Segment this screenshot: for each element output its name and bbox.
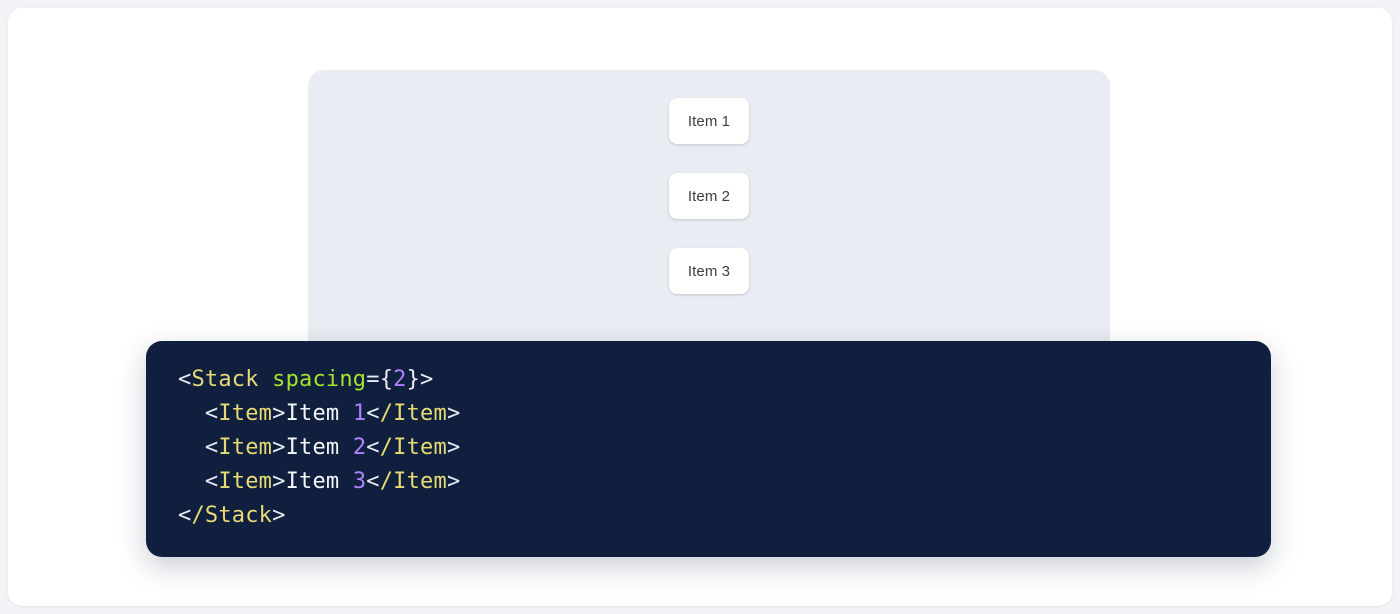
- code-token-text: Item: [285, 469, 353, 494]
- code-indent: [178, 435, 205, 460]
- code-snippet-panel[interactable]: <Stack spacing={2}> <Item>Item 1</Item> …: [146, 341, 1271, 557]
- code-token-punct: >: [446, 401, 461, 426]
- code-token-num: 2: [393, 367, 407, 392]
- content-card: Item 1 Item 2 Item 3 <Stack spacing={2}>…: [8, 8, 1392, 606]
- code-token-num: 3: [352, 469, 367, 494]
- code-token-punct: [259, 367, 272, 392]
- code-token-text: Item: [285, 435, 353, 460]
- code-line: <Item>Item 2</Item>: [178, 431, 1239, 465]
- code-token-tag: /Item: [379, 469, 447, 494]
- code-token-text: Item: [285, 401, 353, 426]
- code-token-tag: /Item: [379, 435, 447, 460]
- code-token-punct: }>: [406, 367, 434, 392]
- stack-container: Item 1 Item 2 Item 3: [669, 98, 749, 294]
- code-token-tag: /Item: [379, 401, 447, 426]
- stack-item-label: Item 1: [687, 112, 731, 130]
- code-token-tag: Item: [218, 469, 273, 494]
- code-token-punct: <: [366, 435, 380, 460]
- code-token-tag: Item: [218, 435, 273, 460]
- code-token-punct: <: [204, 469, 219, 494]
- code-token-punct: <: [178, 367, 192, 392]
- code-token-punct: <: [366, 401, 380, 426]
- code-token-punct: <: [204, 435, 219, 460]
- code-token-tag: Stack: [191, 367, 259, 392]
- code-block: <Stack spacing={2}> <Item>Item 1</Item> …: [178, 363, 1239, 533]
- code-token-punct: >: [272, 401, 286, 426]
- code-token-punct: ={: [366, 367, 394, 392]
- code-token-punct: <: [366, 469, 380, 494]
- code-token-attr: spacing: [272, 367, 367, 392]
- code-indent: [178, 469, 205, 494]
- code-token-punct: >: [272, 503, 286, 528]
- code-token-tag: Item: [218, 401, 273, 426]
- code-token-punct: <: [204, 401, 219, 426]
- stack-item-label: Item 3: [687, 262, 731, 280]
- code-token-punct: <: [178, 503, 192, 528]
- code-line: </Stack>: [178, 499, 1239, 533]
- stack-item[interactable]: Item 1: [669, 98, 749, 144]
- code-line: <Stack spacing={2}>: [178, 363, 1239, 397]
- code-token-punct: >: [272, 469, 286, 494]
- code-line: <Item>Item 1</Item>: [178, 397, 1239, 431]
- code-token-punct: >: [446, 469, 461, 494]
- stack-item[interactable]: Item 3: [669, 248, 749, 294]
- code-line: <Item>Item 3</Item>: [178, 465, 1239, 499]
- stack-item-label: Item 2: [687, 187, 731, 205]
- code-token-num: 2: [352, 435, 367, 460]
- code-token-punct: >: [272, 435, 286, 460]
- code-token-punct: >: [446, 435, 461, 460]
- code-token-num: 1: [352, 401, 367, 426]
- stack-item[interactable]: Item 2: [669, 173, 749, 219]
- code-token-tag: /Stack: [191, 503, 273, 528]
- code-indent: [178, 401, 205, 426]
